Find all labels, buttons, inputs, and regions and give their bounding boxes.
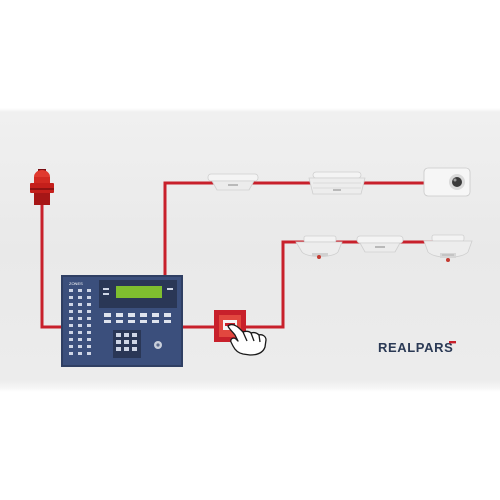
brand-accent-mark: [449, 341, 456, 344]
realpars-logo: REALPARS: [378, 340, 456, 355]
panel-zones-label: ZONES: [69, 281, 83, 286]
wall-beam-detector-icon: [423, 167, 471, 197]
function-buttons: [104, 313, 171, 323]
upper-loop-wire: [163, 181, 432, 275]
zone-leds: [69, 289, 91, 355]
heat-detector-icon: [423, 234, 473, 262]
smoke-detector-2-icon: [356, 235, 404, 253]
smoke-detector-1-icon: [295, 235, 343, 259]
lower-loop-wire: [246, 240, 448, 329]
ceiling-detector-1-icon: [207, 173, 259, 191]
sounder-wire: [40, 205, 64, 329]
ceiling-detector-2-icon: [308, 171, 366, 195]
alarm-sounder-icon: [30, 169, 54, 205]
fire-alarm-control-panel-icon: ZONES: [61, 275, 183, 367]
lcd-display: [116, 286, 162, 298]
hand-pointer-icon: [227, 323, 267, 356]
brand-name: REALPARS: [378, 340, 453, 355]
